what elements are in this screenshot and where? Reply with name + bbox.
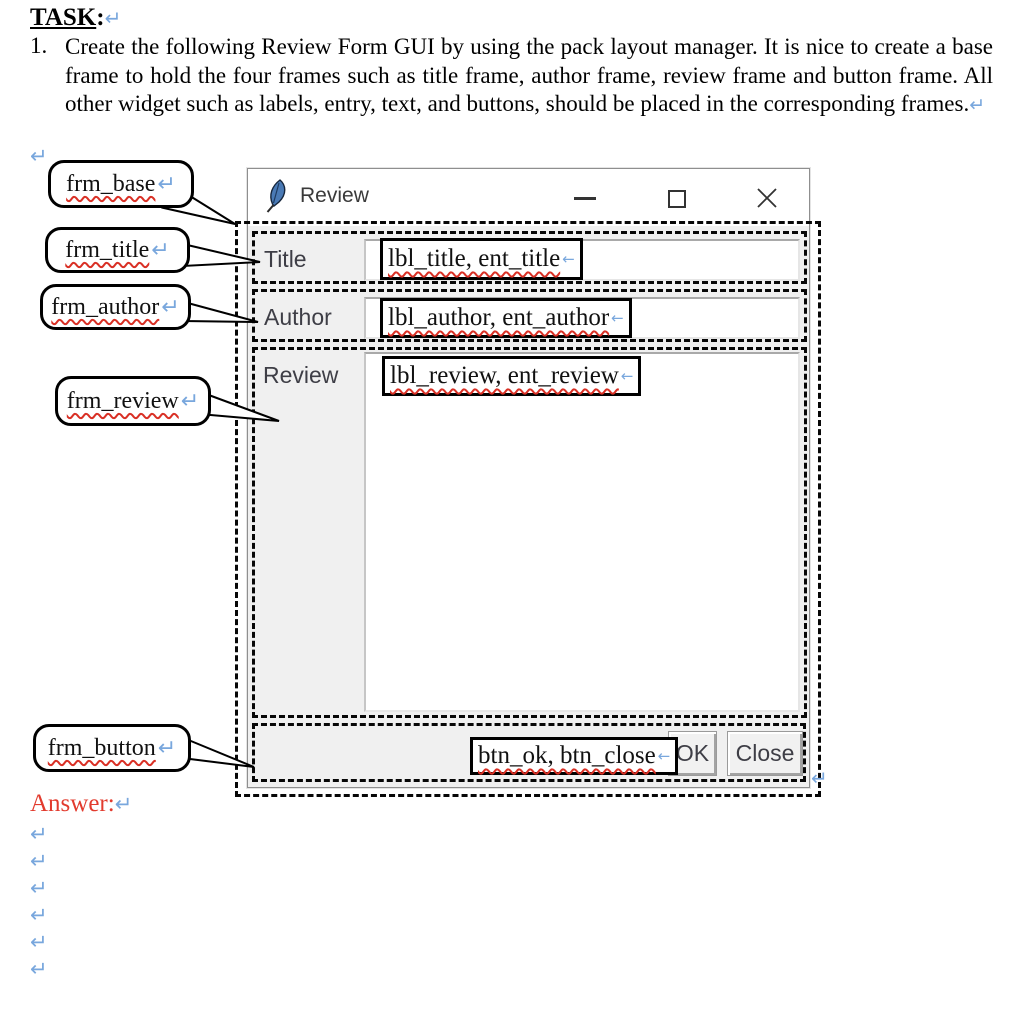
list-number: 1.: [30, 33, 48, 58]
task-body-text: Create the following Review Form GUI by …: [65, 34, 993, 116]
review-annotation-box: lbl_review, ent_review←: [382, 356, 642, 396]
paragraph-mark: ↵: [114, 792, 133, 816]
tk-feather-icon: [266, 179, 286, 213]
close-icon[interactable]: [755, 186, 779, 210]
paragraph-mark: ↵: [157, 171, 176, 197]
paragraph-mark: ↵: [30, 930, 48, 954]
paragraph-mark: ↵: [151, 237, 170, 263]
paragraph-mark: ↵: [30, 849, 48, 873]
callout-frm-review: frm_review↵: [55, 376, 211, 426]
minimize-icon[interactable]: [574, 197, 596, 200]
maximize-icon[interactable]: [668, 190, 686, 208]
paragraph-mark: ↵: [30, 144, 48, 168]
line-break-mark: ←: [562, 250, 575, 268]
window-title: Review: [300, 184, 369, 207]
frm-title-outline: [252, 231, 807, 284]
author-annotation-box: lbl_author, ent_author←: [380, 298, 632, 338]
review-label: Review: [263, 362, 339, 388]
paragraph-mark: ↵: [180, 388, 200, 414]
title-annotation: lbl_title, ent_title: [388, 245, 561, 272]
callout-label: frm_button: [47, 734, 156, 761]
close-button-label: Close: [735, 740, 795, 766]
task-heading-colon: :: [96, 4, 105, 31]
title-annotation-box: lbl_title, ent_title←: [380, 238, 583, 280]
paragraph-mark: ↵: [811, 766, 828, 790]
paragraph-mark: ↵: [30, 822, 48, 846]
paragraph-mark: ↵: [157, 735, 177, 761]
answer-row: Answer:↵: [30, 790, 132, 818]
callout-frm-title: frm_title↵: [45, 227, 190, 273]
callout-frm-button: frm_button↵: [33, 724, 191, 772]
callout-label: frm_review: [66, 387, 179, 414]
task-body: Create the following Review Form GUI by …: [65, 33, 993, 120]
task-heading: TASK: [30, 4, 97, 31]
review-text-area[interactable]: [364, 352, 800, 712]
buttons-annotation: btn_ok, btn_close: [478, 742, 656, 769]
window-titlebar[interactable]: Review: [248, 169, 809, 226]
ok-button-label: OK: [675, 740, 710, 766]
line-break-mark: ←: [611, 309, 624, 327]
frm-author-outline: [252, 289, 807, 342]
callout-label: frm_title: [65, 236, 150, 263]
review-annotation: lbl_review, ent_review: [390, 362, 619, 389]
callout-frm-author: frm_author↵: [40, 284, 191, 330]
callout-frm-base: frm_base↵: [48, 160, 194, 208]
task-paragraph: 1. Create the following Review Form GUI …: [30, 33, 993, 120]
paragraph-mark: ↵: [161, 294, 180, 320]
paragraph-mark: ↵: [104, 6, 122, 30]
callout-label: frm_base: [66, 170, 156, 197]
line-break-mark: ←: [657, 747, 671, 765]
frm-button-outline: [252, 723, 806, 782]
author-annotation: lbl_author, ent_author: [388, 304, 610, 331]
paragraph-mark: ↵: [30, 876, 48, 900]
task-heading-row: TASK:↵: [30, 4, 121, 32]
title-label: Title: [264, 246, 307, 272]
author-label: Author: [264, 304, 332, 330]
callout-label: frm_author: [51, 293, 160, 320]
line-break-mark: ←: [620, 367, 634, 385]
buttons-annotation-box: btn_ok, btn_close←: [470, 737, 679, 775]
frm-review-outline: [252, 347, 807, 718]
answer-label: Answer:: [30, 790, 115, 817]
paragraph-mark: ↵: [969, 94, 986, 116]
paragraph-mark: ↵: [30, 957, 48, 981]
frm-base-outline: [235, 221, 821, 797]
close-button[interactable]: Close: [727, 731, 803, 776]
paragraph-mark: ↵: [30, 903, 48, 927]
